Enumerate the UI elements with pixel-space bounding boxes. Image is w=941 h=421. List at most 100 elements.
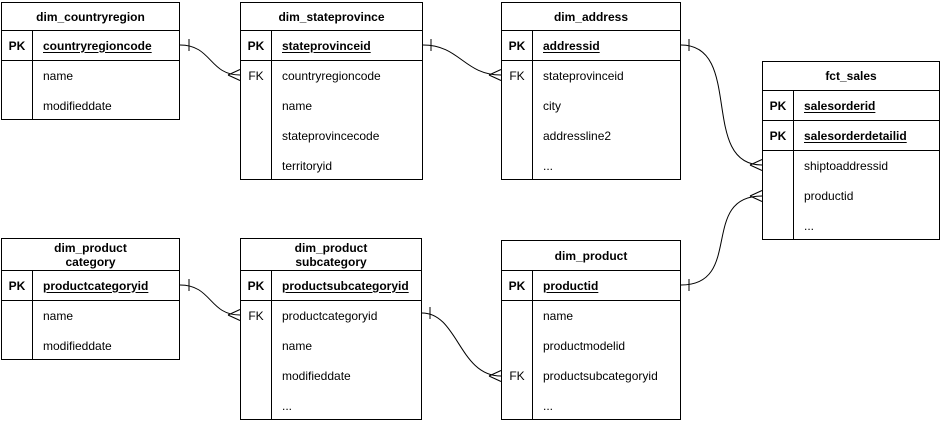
table-title: dim_countryregion [2, 3, 179, 31]
key-label: FK [502, 361, 533, 391]
field-row: modifieddate [2, 331, 179, 359]
key-label: PK [241, 31, 272, 60]
key-label [241, 391, 272, 419]
pk-row: PK productcategoryid [2, 271, 179, 301]
pk-row: PK salesorderdetailid [763, 121, 939, 151]
field-row: ... [502, 151, 680, 179]
table-title: dim_product [502, 241, 680, 271]
key-label: PK [241, 271, 272, 300]
key-label [502, 91, 533, 121]
field-row: name [2, 301, 179, 331]
field-name: name [43, 309, 74, 323]
field-name: city [543, 99, 561, 113]
key-label [2, 61, 33, 91]
key-label [763, 181, 794, 211]
field-name: addressid [543, 38, 600, 53]
table-dim-countryregion: dim_countryregion PK countryregioncode n… [1, 2, 180, 120]
key-label [241, 121, 272, 151]
field-name: stateprovinceid [282, 38, 371, 53]
field-name: territoryid [282, 159, 333, 173]
field-name: productid [804, 189, 854, 203]
relation-stateprovince-address [422, 39, 502, 81]
relation-subcategory-product [421, 307, 502, 382]
table-dim-stateprovince: dim_stateprovince PK stateprovinceid FK … [240, 2, 423, 180]
field-name: productcategoryid [282, 309, 378, 323]
field-name: modifieddate [43, 99, 112, 113]
field-name: stateprovincecode [282, 129, 380, 143]
field-name: name [282, 339, 313, 353]
key-label: PK [2, 31, 33, 60]
cardinality-many-crowfoot [488, 69, 502, 81]
field-row: territoryid [241, 151, 422, 179]
key-label: PK [502, 271, 533, 300]
field-row: productmodelid [502, 331, 680, 361]
fk-row: FK productsubcategoryid [502, 361, 680, 391]
table-title-text: dim_product [554, 248, 628, 263]
key-label: FK [241, 61, 272, 91]
table-title: dim_product category [2, 239, 179, 271]
pk-row: PK productid [502, 271, 680, 301]
cardinality-many-crowfoot [488, 370, 502, 382]
cardinality-many-crowfoot [749, 159, 763, 171]
table-title: fct_sales [763, 62, 939, 91]
field-name: productsubcategoryid [282, 278, 409, 293]
field-name: name [282, 99, 313, 113]
field-name: productsubcategoryid [543, 369, 658, 383]
key-label [502, 331, 533, 361]
fk-row: FK productcategoryid [241, 301, 421, 331]
fk-row: FK countryregioncode [241, 61, 422, 91]
key-label [763, 151, 794, 181]
field-name: productmodelid [543, 339, 626, 353]
pk-row: PK addressid [502, 31, 680, 61]
relation-countryregion-stateprovince [179, 39, 241, 81]
relation-address-fctsales [680, 39, 763, 171]
key-label [763, 211, 794, 239]
field-row: name [502, 301, 680, 331]
field-row: modifieddate [241, 361, 421, 391]
table-title-text: category [65, 254, 116, 269]
field-row: ... [241, 391, 421, 419]
key-label: FK [502, 61, 533, 91]
key-label [241, 151, 272, 179]
field-row: modifieddate [2, 91, 179, 119]
field-name: salesorderid [804, 98, 876, 113]
field-name: ... [804, 219, 815, 233]
field-row: ... [502, 391, 680, 419]
key-label [2, 331, 33, 359]
key-label [241, 91, 272, 121]
key-label: FK [241, 301, 272, 331]
cardinality-many-crowfoot [227, 309, 241, 321]
key-label: PK [763, 91, 794, 120]
table-dim-product: dim_product PK productid name productmod… [501, 240, 681, 420]
relation-category-subcategory [179, 279, 241, 321]
key-label [502, 301, 533, 331]
field-name: salesorderdetailid [804, 128, 907, 143]
key-label [241, 331, 272, 361]
field-row: addressline2 [502, 121, 680, 151]
field-row: productid [763, 181, 939, 211]
pk-row: PK countryregioncode [2, 31, 179, 61]
table-dim-productsubcategory: dim_product subcategory PK productsubcat… [240, 238, 422, 420]
field-row: stateprovincecode [241, 121, 422, 151]
field-name: ... [543, 399, 554, 413]
field-name: countryregioncode [43, 38, 152, 53]
field-name: ... [543, 159, 554, 173]
field-row: shiptoaddressid [763, 151, 939, 181]
key-label: PK [763, 121, 794, 150]
table-title: dim_product subcategory [241, 239, 421, 271]
table-title-text: dim_stateprovince [278, 9, 385, 24]
field-name: modifieddate [282, 369, 351, 383]
table-dim-productcategory: dim_product category PK productcategoryi… [1, 238, 180, 360]
field-name: countryregioncode [282, 69, 381, 83]
key-label: PK [502, 31, 533, 60]
table-title-text: dim_product [294, 240, 368, 255]
table-title-text: fct_sales [825, 69, 877, 83]
relation-product-fctsales [680, 190, 763, 291]
field-name: name [543, 309, 574, 323]
field-name: stateprovinceid [543, 69, 624, 83]
fk-row: FK stateprovinceid [502, 61, 680, 91]
key-label [502, 391, 533, 419]
table-title: dim_address [502, 3, 680, 31]
table-title-text: dim_product [54, 240, 127, 255]
field-name: productcategoryid [43, 278, 149, 293]
